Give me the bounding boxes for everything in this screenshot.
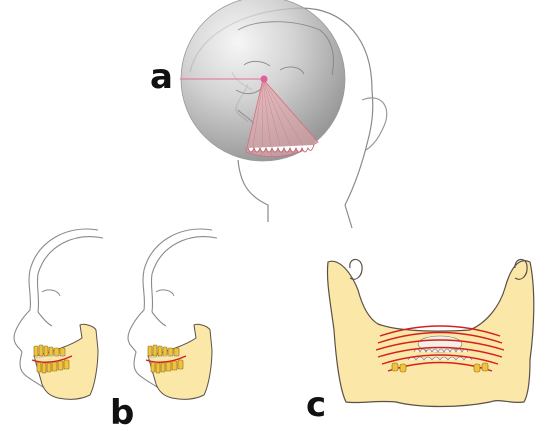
panel-c: c: [306, 259, 534, 425]
mandible-front: [327, 261, 533, 407]
panel-label-a: a: [150, 57, 173, 97]
panel-label-c: c: [306, 385, 326, 425]
head-profile-left: [14, 229, 103, 399]
sphere-center-point: [261, 76, 268, 83]
panel-label-b: b: [110, 393, 134, 431]
panel-b: b: [14, 229, 217, 431]
head-profile-right: [128, 229, 217, 399]
panel-a: a: [150, 0, 387, 228]
